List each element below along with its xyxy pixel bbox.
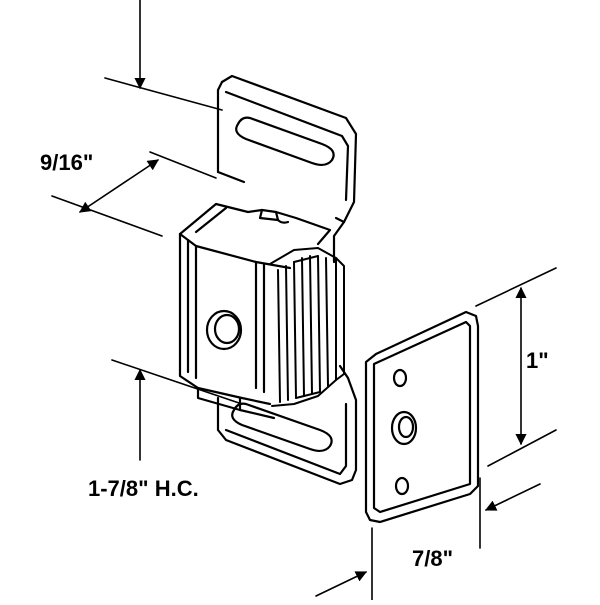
height-dimension-label: 1" [526, 348, 549, 373]
mounting-plate [216, 74, 358, 486]
depth-dimension-label: 9/16" [40, 150, 94, 175]
dimension-lines [51, 0, 557, 601]
width-right-arrow [484, 483, 541, 511]
top-slot [235, 116, 335, 167]
roller-stack [269, 247, 345, 407]
hole-center-label: 1-7/8" H.C. [88, 476, 199, 501]
width-left-arrow [315, 571, 368, 597]
bottom-slot [231, 402, 333, 453]
strike-plate [364, 310, 480, 524]
strike-top-hole [392, 368, 408, 388]
strike-center-hole [390, 410, 418, 446]
strike-bottom-hole [394, 476, 410, 496]
catch-housing [178, 202, 332, 420]
width-dimension-label: 7/8" [412, 546, 454, 571]
mounting-screw-hole [205, 309, 243, 351]
depth-arrow [79, 159, 159, 213]
